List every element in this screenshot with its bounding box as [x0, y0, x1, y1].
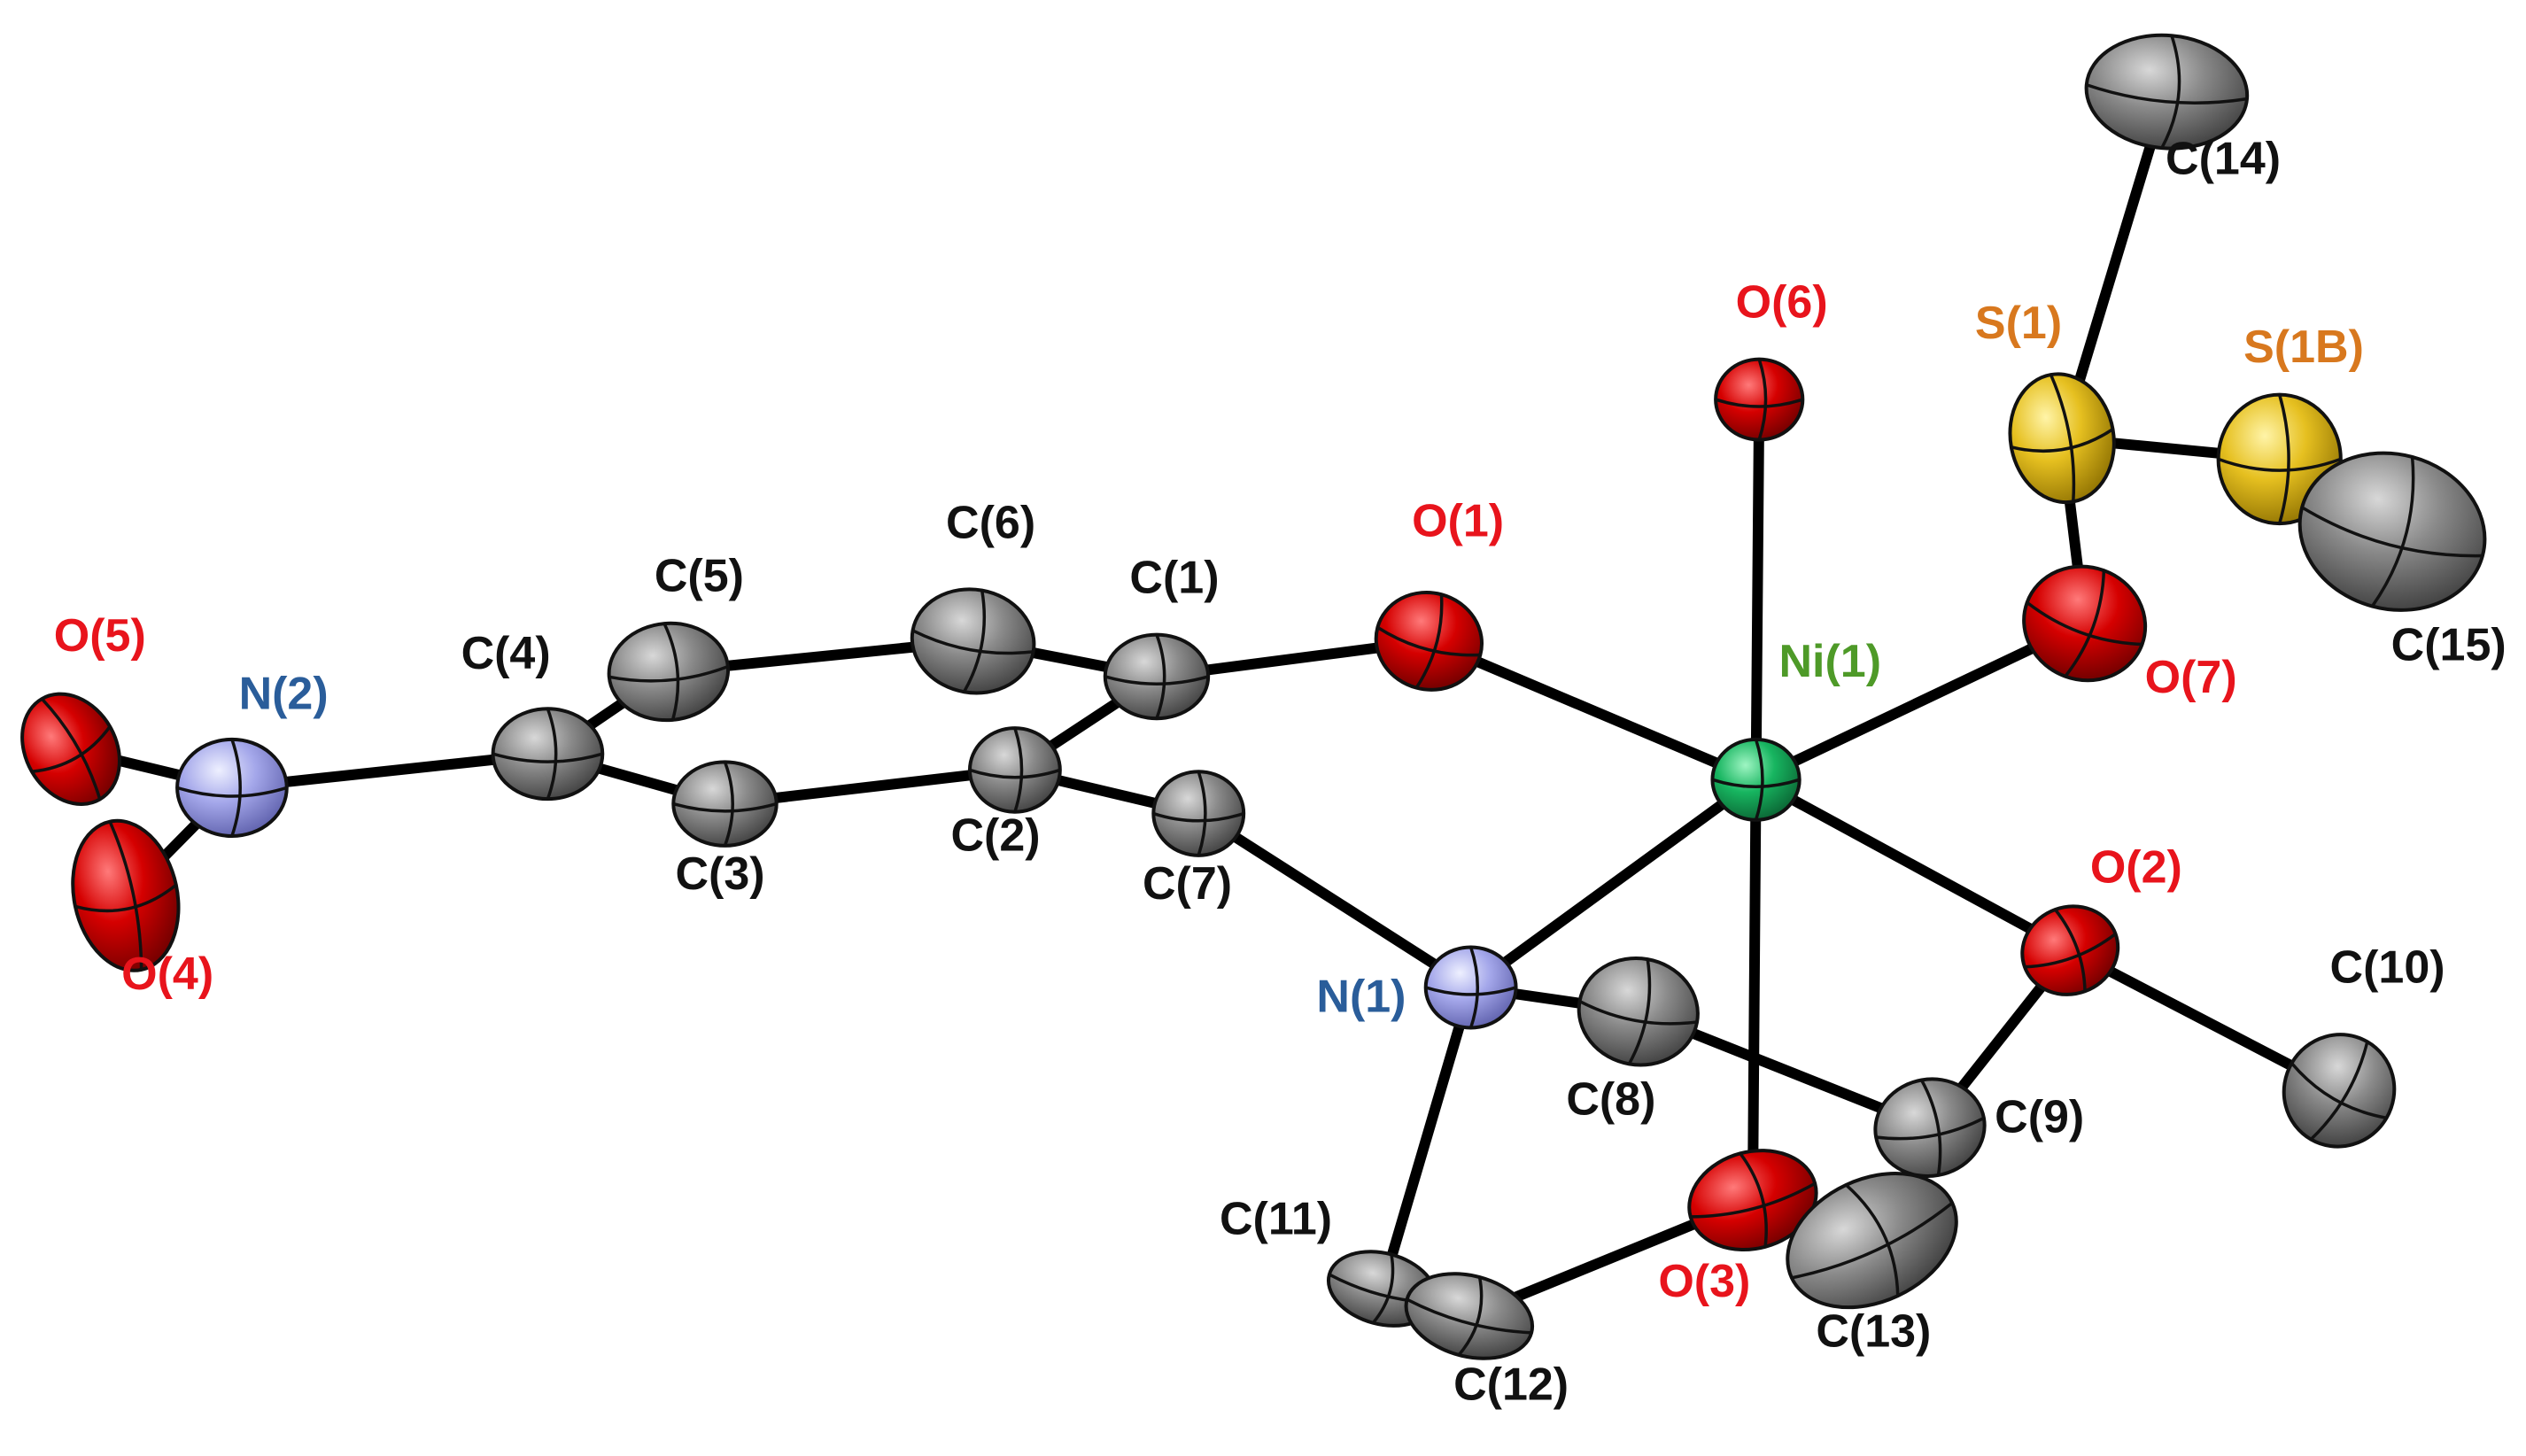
- atom-label-ni1: Ni(1): [1778, 636, 1881, 687]
- atom-o5: [20, 692, 121, 806]
- atom-label-c3: C(3): [675, 848, 764, 900]
- atom-label-o3: O(3): [1658, 1256, 1750, 1307]
- atom-label-c14: C(14): [2166, 133, 2281, 184]
- atom-label-o4: O(4): [121, 949, 213, 1000]
- atom-label-c8: C(8): [1566, 1074, 1655, 1126]
- atom-c3: [671, 760, 779, 848]
- atom-o4: [71, 818, 181, 972]
- atom-c8: [1577, 956, 1700, 1067]
- atom-c7: [1151, 770, 1246, 857]
- atom-n2: [175, 737, 289, 838]
- atom-label-s1b: S(1B): [2243, 321, 2364, 373]
- atom-c1: [1103, 632, 1211, 721]
- atom-c9: [1873, 1077, 1987, 1179]
- atom-label-c10: C(10): [2330, 942, 2445, 994]
- atom-label-c15: C(15): [2391, 620, 2507, 671]
- atom-label-o6: O(6): [1736, 276, 1828, 328]
- atom-label-o5: O(5): [54, 610, 146, 662]
- atom-label-c6: C(6): [946, 498, 1035, 549]
- bond-o3-ni1: [1747, 774, 1762, 1206]
- atom-c6: [910, 587, 1036, 695]
- bond-o2-ni1: [1750, 774, 2076, 956]
- atom-label-c13: C(13): [1816, 1306, 1931, 1358]
- atom-o2: [2020, 904, 2120, 996]
- atom-o1: [1374, 590, 1484, 692]
- atom-o7: [2022, 564, 2148, 683]
- atom-label-n1: N(1): [1316, 971, 1406, 1022]
- atom-label-c7: C(7): [1143, 858, 1232, 910]
- atom-label-c1: C(1): [1129, 552, 1219, 603]
- atom-c13: [1786, 1171, 1958, 1310]
- label-layer: Ni(1) O(1) O(2) O(3) O(4) O(5) O(6) O(7) N(1) N(2…: [54, 133, 2507, 1410]
- atom-s1: [2008, 372, 2116, 505]
- atom-label-c5: C(5): [655, 551, 744, 602]
- atom-c14: [2084, 33, 2250, 151]
- atom-c15: [2297, 451, 2487, 612]
- atom-layer: [20, 33, 2487, 1360]
- bond-o1-ni1: [1423, 635, 1762, 786]
- atom-label-o1: O(1): [1412, 496, 1504, 547]
- atom-label-c4: C(4): [461, 628, 551, 679]
- atom-ni1: [1710, 737, 1802, 822]
- bond-n1-c11: [1376, 981, 1476, 1295]
- atom-o6: [1714, 357, 1805, 442]
- atom-label-o2: O(2): [2090, 842, 2182, 894]
- atom-c12: [1404, 1272, 1535, 1360]
- atom-c10: [2282, 1033, 2397, 1149]
- atom-c5: [607, 621, 731, 723]
- atom-label-c9: C(9): [1995, 1092, 2084, 1143]
- atom-label-c2: C(2): [951, 809, 1041, 861]
- bond-n1-ni1: [1465, 774, 1762, 993]
- atom-label-c12: C(12): [1453, 1359, 1569, 1411]
- bond-o7-ni1: [1750, 617, 2090, 786]
- atom-label-n2: N(2): [239, 668, 329, 719]
- atom-label-c11: C(11): [1220, 1193, 1332, 1244]
- atom-c2: [967, 726, 1062, 814]
- bond-c7-n1: [1193, 808, 1476, 993]
- atom-label-s1: S(1): [1975, 298, 2062, 349]
- atom-c4: [491, 707, 605, 802]
- atom-n1: [1423, 945, 1518, 1030]
- bond-o6-ni1: [1750, 394, 1765, 786]
- atom-o3: [1687, 1149, 1818, 1252]
- atom-label-o7: O(7): [2145, 652, 2237, 703]
